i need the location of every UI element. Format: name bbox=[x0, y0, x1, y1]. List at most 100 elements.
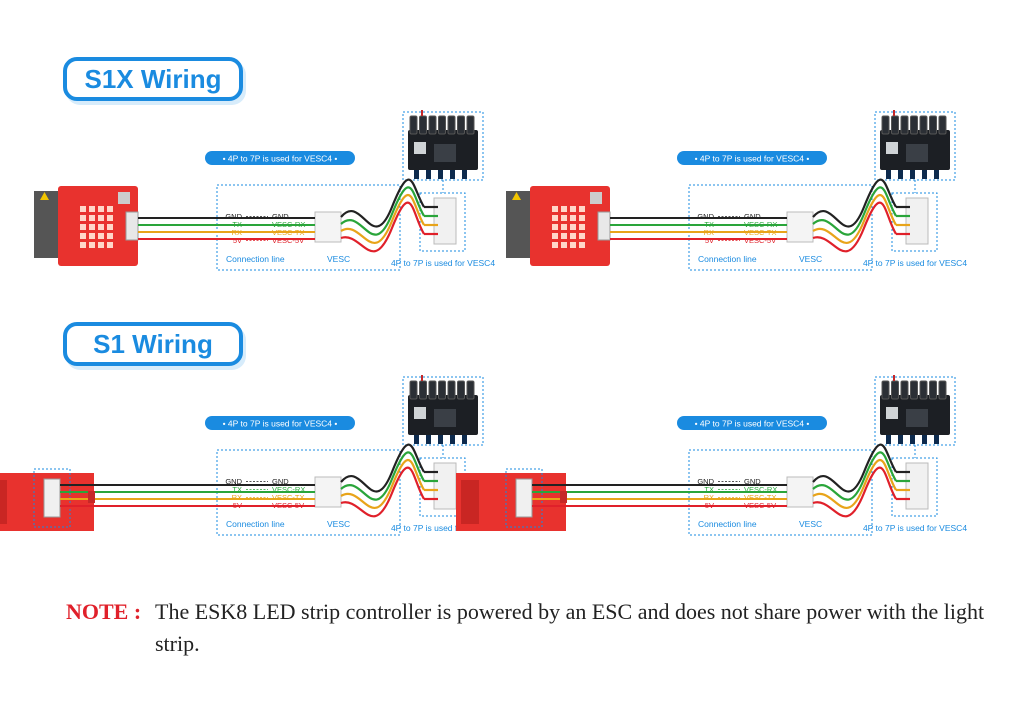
led-pad bbox=[561, 206, 567, 212]
led-pad bbox=[579, 206, 585, 212]
vesc-label: VESC bbox=[327, 519, 350, 529]
twisted-wire bbox=[812, 193, 897, 245]
motor-lead bbox=[934, 170, 939, 179]
led-pad bbox=[570, 224, 576, 230]
connector-4p bbox=[314, 476, 342, 508]
twisted-wire bbox=[812, 186, 897, 236]
led-pad bbox=[552, 242, 558, 248]
motor-lead bbox=[438, 435, 443, 444]
capacitor bbox=[881, 115, 890, 135]
led-pad bbox=[80, 242, 86, 248]
pill-badge bbox=[205, 416, 355, 430]
led-pad bbox=[80, 233, 86, 239]
vesc-chip bbox=[434, 409, 456, 427]
led-pad bbox=[552, 206, 558, 212]
led-pad bbox=[80, 224, 86, 230]
led-pad bbox=[80, 206, 86, 212]
motor-lead bbox=[922, 435, 927, 444]
led-pad bbox=[107, 233, 113, 239]
wire-label-left: 5V bbox=[233, 236, 242, 245]
connector-7p bbox=[433, 197, 457, 245]
led-pad bbox=[552, 215, 558, 221]
capacitor bbox=[891, 380, 899, 400]
wire-label-right: GND bbox=[272, 477, 289, 486]
vesc-chip bbox=[906, 144, 928, 162]
connection-box bbox=[216, 184, 401, 271]
capacitor bbox=[938, 380, 947, 400]
wire-label-left: GND bbox=[697, 212, 714, 221]
motor-lead bbox=[910, 170, 915, 179]
led-pad bbox=[570, 233, 576, 239]
twisted-wire bbox=[812, 201, 897, 253]
led-pad bbox=[89, 206, 95, 212]
capacitor bbox=[419, 115, 427, 135]
motor-lead bbox=[910, 435, 915, 444]
vesc-chip bbox=[906, 409, 928, 427]
twisted-wire bbox=[340, 193, 425, 245]
cable-tail bbox=[34, 191, 60, 258]
capacitor bbox=[891, 115, 899, 135]
capacitor bbox=[466, 115, 475, 135]
vesc-chip bbox=[886, 142, 898, 154]
led-pad bbox=[98, 224, 104, 230]
capacitor bbox=[910, 115, 918, 135]
twisted-wire bbox=[340, 451, 425, 501]
wire-label-left: RX bbox=[704, 493, 714, 502]
capacitor bbox=[919, 115, 928, 135]
twisted-wire bbox=[340, 186, 425, 236]
motor-lead bbox=[462, 170, 467, 179]
led-pad bbox=[561, 215, 567, 221]
capacitor bbox=[881, 380, 890, 400]
led-pad bbox=[579, 215, 585, 221]
capacitor bbox=[447, 380, 456, 400]
connector-4p bbox=[786, 211, 814, 243]
twisted-wire bbox=[340, 201, 425, 253]
led-pad bbox=[561, 233, 567, 239]
twisted-wire bbox=[812, 466, 897, 518]
twisted-wire bbox=[340, 443, 425, 493]
led-pad bbox=[89, 215, 95, 221]
capacitor bbox=[466, 380, 475, 400]
wire-label-right: GND bbox=[744, 212, 761, 221]
button bbox=[118, 192, 130, 204]
wire-label-right: VESC-5V bbox=[272, 236, 304, 245]
twisted-wire bbox=[340, 458, 425, 510]
vesc-label: VESC bbox=[799, 519, 822, 529]
vesc-label: VESC bbox=[799, 254, 822, 264]
warning-icon bbox=[40, 192, 49, 200]
capacitor bbox=[438, 115, 446, 135]
capacitor bbox=[938, 115, 947, 135]
bottom-caption: 4P to 7P is used for VESC4 bbox=[863, 523, 967, 533]
led-pad bbox=[570, 206, 576, 212]
pill-label: • 4P to 7P is used for VESC4 • bbox=[223, 154, 338, 164]
capacitor bbox=[447, 115, 456, 135]
led-pad bbox=[579, 233, 585, 239]
connector-7p-box bbox=[891, 192, 938, 252]
capacitor bbox=[428, 115, 437, 135]
vesc-chip bbox=[414, 142, 426, 154]
capacitor bbox=[910, 380, 918, 400]
connection-line-label: Connection line bbox=[698, 519, 757, 529]
capacitor bbox=[438, 380, 446, 400]
twisted-wire bbox=[812, 451, 897, 501]
bottom-caption: 4P to 7P is used for VESC4 bbox=[391, 258, 495, 268]
cable-tail bbox=[506, 191, 532, 258]
led-pad bbox=[552, 224, 558, 230]
capacitor bbox=[428, 380, 437, 400]
wire-label-left: 5V bbox=[705, 236, 714, 245]
capacitor bbox=[929, 115, 937, 135]
header-connector bbox=[125, 211, 139, 241]
led-pad bbox=[89, 242, 95, 248]
wiring-unit: • 4P to 7P is used for VESC4 •4P to 7P i… bbox=[0, 375, 495, 536]
vesc-chip bbox=[886, 407, 898, 419]
strip-end bbox=[0, 480, 7, 524]
led-pad bbox=[552, 233, 558, 239]
connector-7p bbox=[905, 462, 929, 510]
capacitor bbox=[900, 380, 909, 400]
s1x-wiring-title: S1X Wiring bbox=[63, 57, 243, 101]
bottom-caption: 4P to 7P is used for VESC4 bbox=[863, 258, 967, 268]
led-pad bbox=[570, 242, 576, 248]
s1-wiring-title: S1 Wiring bbox=[63, 322, 243, 366]
twisted-wire bbox=[812, 443, 897, 493]
connection-line-label: Connection line bbox=[226, 519, 285, 529]
